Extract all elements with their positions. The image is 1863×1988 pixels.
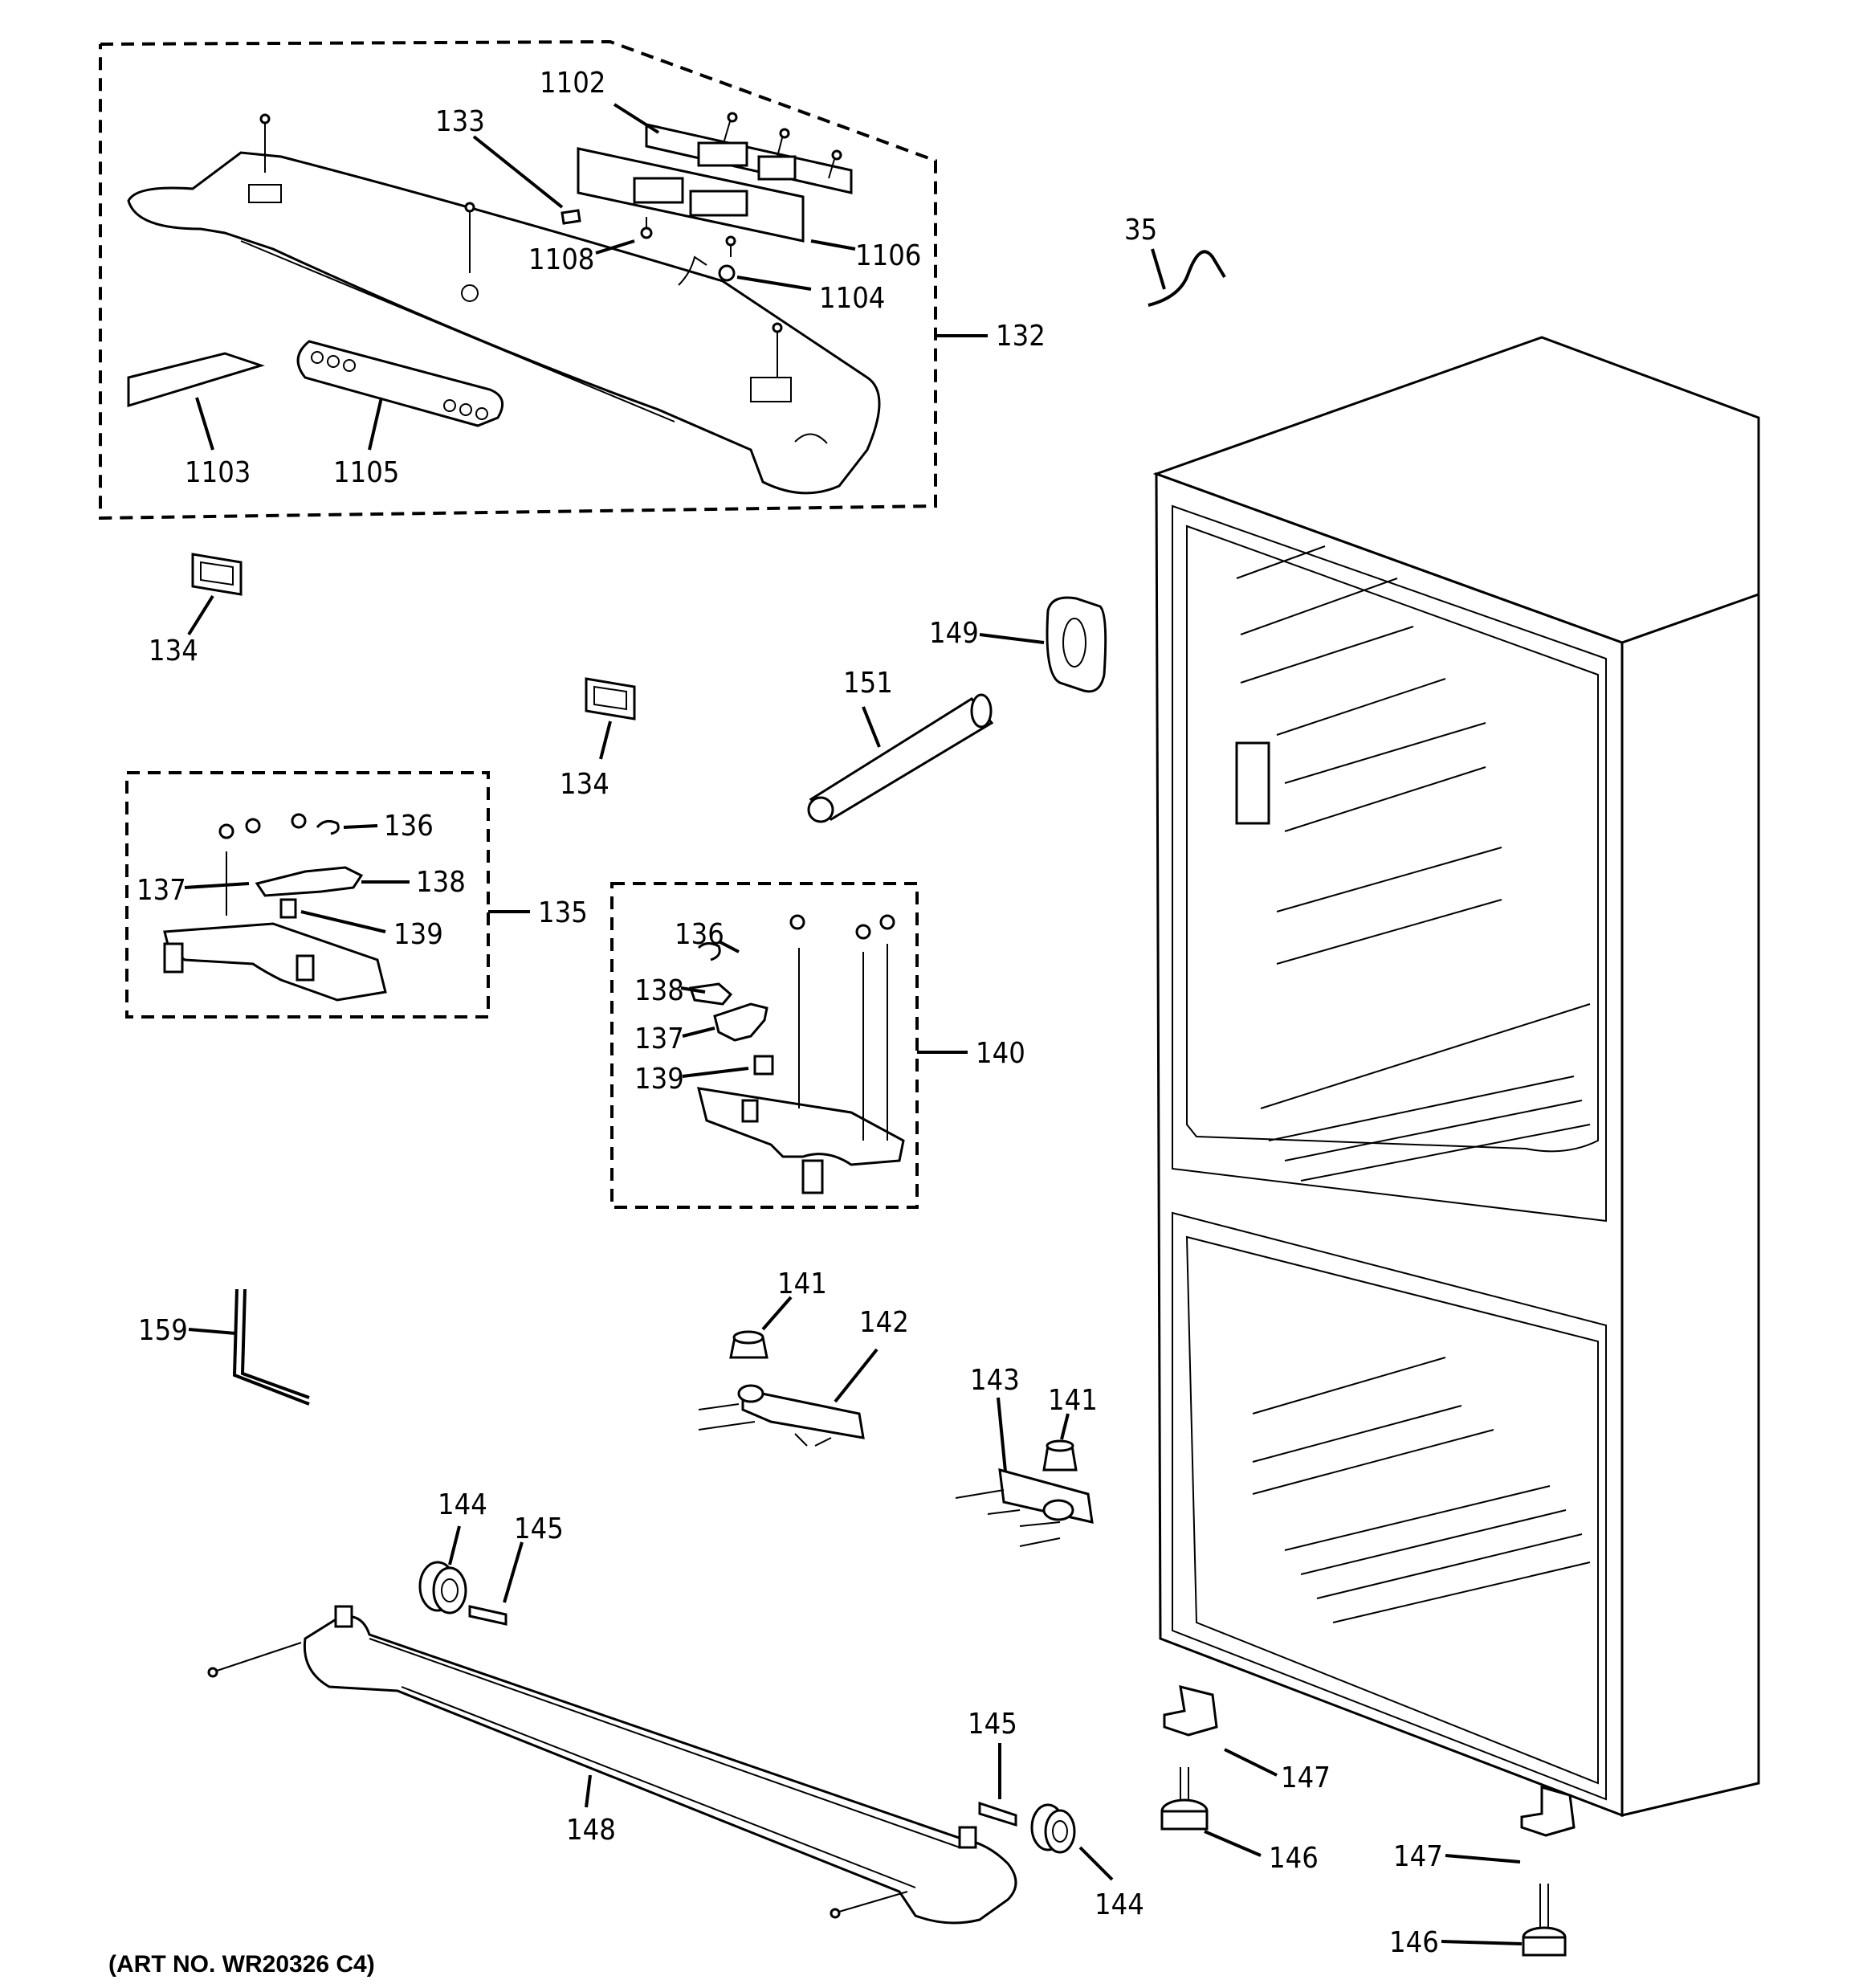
part-141-bushing-left <box>729 1330 768 1359</box>
callout-1104: 1104 <box>819 282 885 315</box>
callout-134-center: 134 <box>560 768 609 801</box>
callout-147-left: 147 <box>1281 1761 1331 1794</box>
part-144-roller-left <box>418 1561 467 1614</box>
callout-146-right: 146 <box>1389 1926 1439 1959</box>
callout-134-left: 134 <box>149 635 198 667</box>
part-146-leg-right <box>1522 1884 1567 1957</box>
callout-1106: 1106 <box>855 239 921 272</box>
callout-148: 148 <box>566 1814 616 1847</box>
part-1106-bracket <box>577 147 805 243</box>
callout-140: 140 <box>976 1037 1025 1070</box>
group-132-outline <box>99 39 937 520</box>
callout-1108: 1108 <box>528 243 594 276</box>
callout-141-left: 141 <box>777 1268 827 1300</box>
part-1104-wire <box>678 255 707 286</box>
callout-143: 143 <box>970 1364 1020 1397</box>
callout-147-right: 147 <box>1393 1840 1443 1873</box>
part-1104-washer <box>718 264 736 282</box>
callout-138-right: 138 <box>634 974 684 1007</box>
callout-1102: 1102 <box>540 67 605 100</box>
group-135-outline <box>125 771 490 1018</box>
part-1105-shim <box>296 340 504 427</box>
part-159-hex-key-edge <box>232 1288 310 1406</box>
freezer-shelves <box>1236 545 1591 1109</box>
callout-146-left: 146 <box>1269 1842 1319 1875</box>
part-145-pin-left <box>468 1605 508 1626</box>
art-number: (ART NO. WR20326 C4) <box>108 1951 375 1978</box>
callout-35: 35 <box>1124 214 1157 247</box>
callout-141-right: 141 <box>1048 1384 1098 1417</box>
part-145-pin-right <box>978 1801 1017 1827</box>
part-151-tube <box>807 693 994 823</box>
part-147-bracket-right <box>1520 1786 1576 1837</box>
callout-139-left: 139 <box>393 918 443 951</box>
refrigerator-case <box>1152 336 1760 1818</box>
leaders-140 <box>680 940 968 1078</box>
callout-142: 142 <box>859 1306 909 1339</box>
part-141-bushing-right <box>1042 1439 1078 1472</box>
part-143-hinge <box>955 1468 1094 1547</box>
part-144-roller-right <box>1030 1803 1076 1854</box>
screws-1102 <box>640 112 842 257</box>
part-142-hinge <box>698 1384 865 1447</box>
group-140-outline <box>610 882 919 1209</box>
top-hinge-cover <box>127 151 881 495</box>
part-134-plug-center <box>585 677 636 720</box>
part-35-wire <box>1148 250 1226 307</box>
callout-159: 159 <box>138 1314 188 1347</box>
callout-133: 133 <box>435 105 485 138</box>
hinge-135-assembly <box>163 813 387 1002</box>
callout-138-left: 138 <box>416 866 466 899</box>
leaders-135 <box>184 824 530 933</box>
part-147-bracket-left <box>1163 1684 1218 1737</box>
callout-132: 132 <box>996 320 1046 353</box>
callout-137-right: 137 <box>634 1023 684 1055</box>
part-148-base-grille <box>207 1605 1017 1925</box>
callout-1103: 1103 <box>185 456 251 489</box>
callout-144-left: 144 <box>438 1488 487 1521</box>
screws-132 <box>259 113 783 378</box>
callout-145-left: 145 <box>514 1512 564 1545</box>
hinge-140-assembly <box>689 914 905 1194</box>
part-134-plug-left <box>191 553 243 596</box>
freshfood-floor-ribs <box>1252 1076 1591 1623</box>
leaders-132 <box>195 103 988 451</box>
part-149-bracket <box>1046 596 1107 693</box>
callout-136-left: 136 <box>384 810 434 843</box>
callout-136-right: 136 <box>675 918 724 951</box>
callout-149: 149 <box>929 617 979 650</box>
part-1103-plate <box>127 352 265 408</box>
part-1102-board <box>645 123 853 194</box>
callout-151: 151 <box>843 667 893 700</box>
part-146-leg-left <box>1160 1767 1209 1831</box>
callout-139-right: 139 <box>634 1063 684 1096</box>
callout-137-left: 137 <box>137 874 186 907</box>
callout-1105: 1105 <box>333 456 399 489</box>
part-133-connector <box>561 209 581 225</box>
callout-144-right: 144 <box>1095 1888 1144 1921</box>
callout-135: 135 <box>538 896 588 929</box>
part-159-hex-key <box>240 1288 310 1399</box>
callout-145-right: 145 <box>968 1708 1017 1741</box>
